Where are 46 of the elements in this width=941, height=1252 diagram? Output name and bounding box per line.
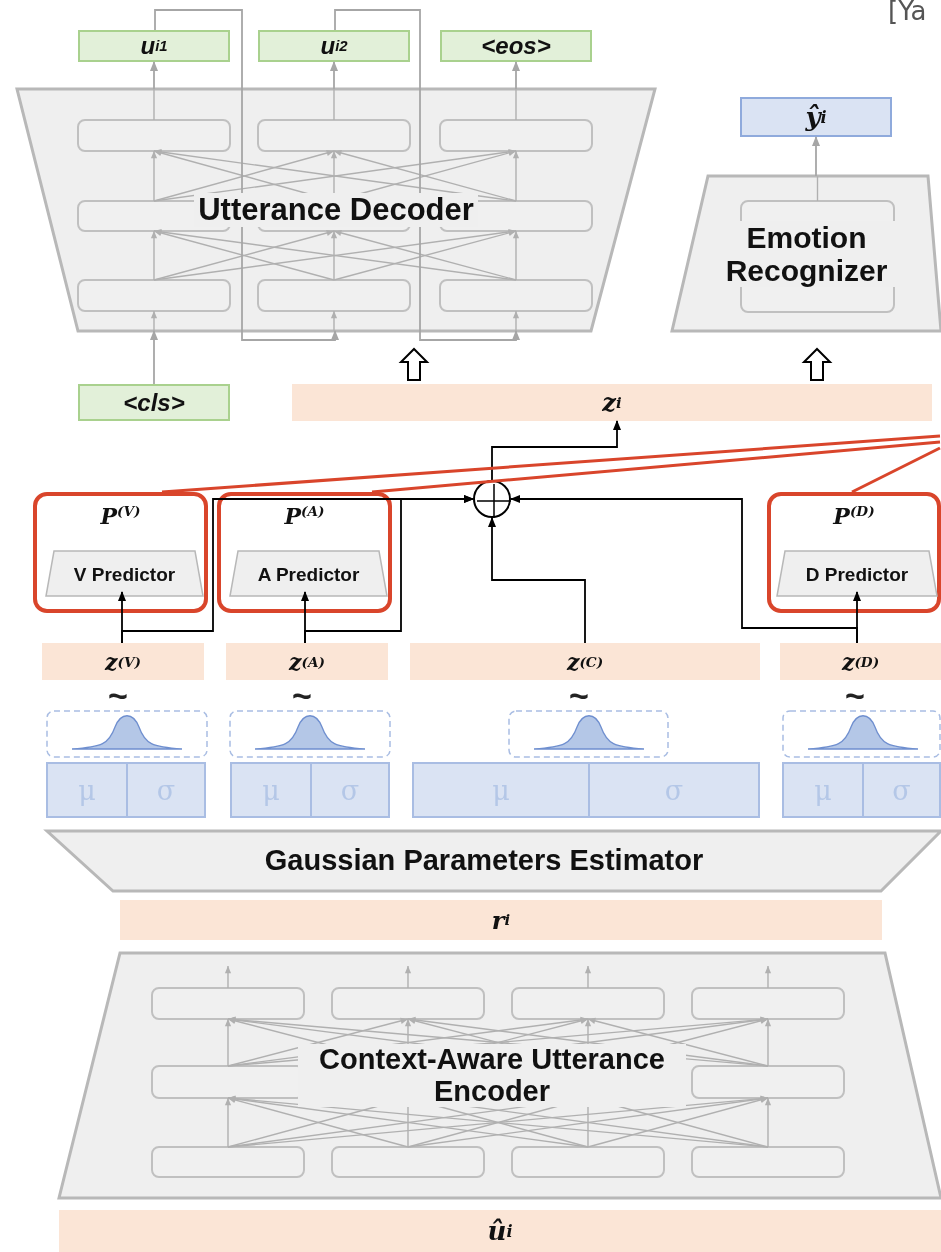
arrow xyxy=(154,9,339,341)
highlight-frame xyxy=(217,492,392,613)
frame-title: P$^{(A)}$ xyxy=(284,504,325,529)
latent-vector-bar: z$^{(V)}$ xyxy=(42,643,204,680)
encoder-block xyxy=(59,953,941,1198)
arrow xyxy=(491,420,621,481)
connector-line xyxy=(371,440,941,494)
block-title: V Predictor xyxy=(73,565,176,586)
arrow xyxy=(510,495,858,644)
frame-title: P$^{(V)}$ xyxy=(100,504,141,529)
output-token-box: <eos> xyxy=(440,30,592,62)
arrow xyxy=(334,9,520,341)
highlight-frame xyxy=(767,492,941,613)
arrow xyxy=(150,330,158,385)
latent-vector-bar: z$^{(C)}$ xyxy=(410,643,760,680)
block-title: Gaussian Parameters Estimator xyxy=(264,845,704,877)
connector-line xyxy=(161,434,941,494)
predictor-block xyxy=(46,551,203,596)
block-title: A Predictor xyxy=(257,565,360,586)
block-title: Utterance Decoder xyxy=(194,192,478,228)
connector-line xyxy=(851,446,941,494)
block-title: D Predictor xyxy=(805,565,909,586)
recognizer-block xyxy=(672,176,941,331)
hollow-arrow xyxy=(801,347,833,381)
frame-title: P$^{(D)}$ xyxy=(833,504,875,529)
decoder-block xyxy=(17,89,655,331)
parameter-box xyxy=(46,762,206,818)
parameter-box xyxy=(230,762,390,818)
citation-text: [Ya xyxy=(888,0,927,26)
latent-vector-bar: z$^{(A)}$ xyxy=(226,643,388,680)
predictor-block xyxy=(230,551,387,596)
highlight-frame xyxy=(33,492,208,613)
arrow xyxy=(150,61,158,90)
arrow xyxy=(304,495,474,644)
predictor-block xyxy=(777,551,937,596)
parameter-box xyxy=(412,762,760,818)
arrow xyxy=(330,61,338,90)
latent-vector-bar: z$^{(D)}$ xyxy=(780,643,941,680)
block-title: Context-Aware Utterance Encoder xyxy=(298,1043,686,1108)
arrow xyxy=(488,517,586,644)
sum-circle xyxy=(473,480,511,518)
input-token-box: <cls> xyxy=(78,384,230,421)
parameter-box xyxy=(782,762,941,818)
arrow xyxy=(512,61,520,90)
arrow xyxy=(812,136,820,177)
hollow-arrow xyxy=(398,347,430,381)
